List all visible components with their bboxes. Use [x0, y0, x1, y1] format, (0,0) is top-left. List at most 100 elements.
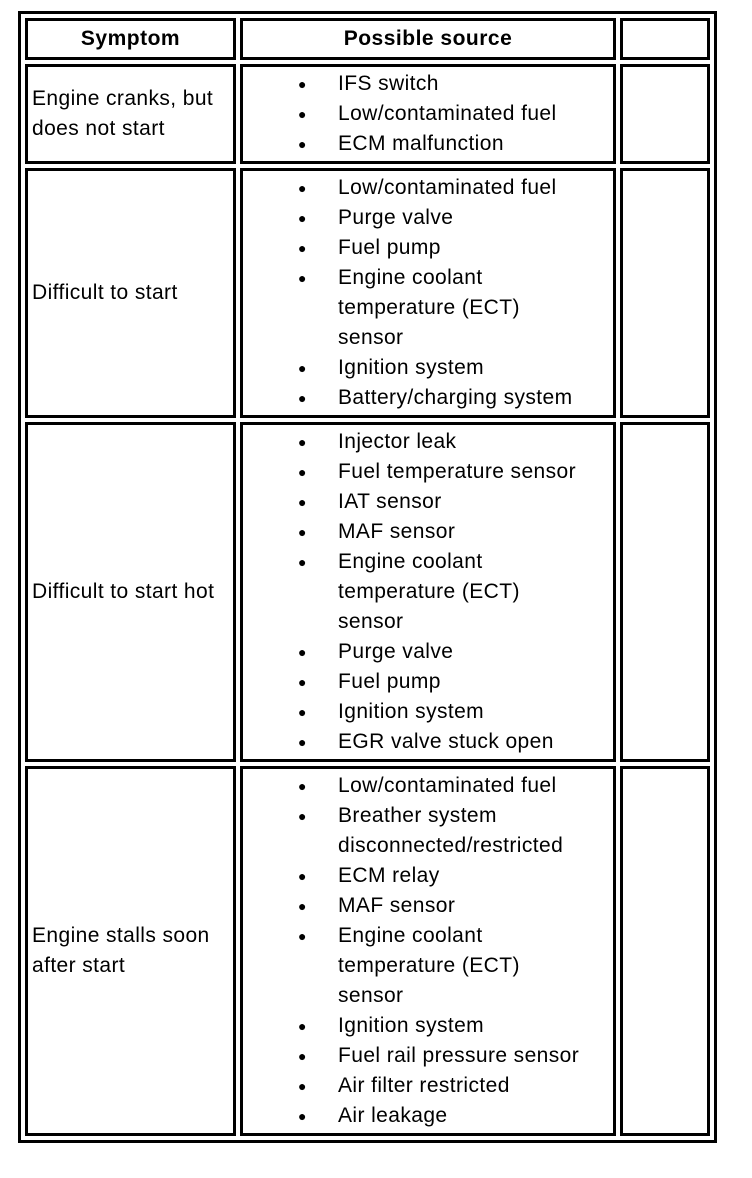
- bullet-icon: ●: [298, 136, 307, 152]
- clipped-cell: [620, 766, 710, 1136]
- source-item: ● Air filter restricted: [243, 1071, 613, 1101]
- source-text: EGR valve stuck open: [338, 730, 554, 753]
- bullet-icon: ●: [298, 868, 307, 884]
- table-clip-frame: Symptom Possible source Engine cranks, b…: [18, 11, 717, 1143]
- source-list: ● Low/contaminated fuel ● Purge valve ● Fuel …: [243, 173, 613, 413]
- source-text: IAT sensor: [338, 490, 442, 513]
- source-item: ● Purge valve: [243, 203, 613, 233]
- source-text: MAF sensor: [338, 894, 456, 917]
- source-text: Air filter restricted: [338, 1074, 510, 1097]
- source-item: ● Low/contaminated fuel: [243, 173, 613, 203]
- source-list: ●Injector leak●Fuel temperature sensor●I…: [243, 427, 613, 757]
- bullet-icon: ●: [298, 1108, 307, 1124]
- sources-cell: ●Injector leak●Fuel temperature sensor●I…: [240, 422, 616, 762]
- source-text: Fuel pump: [338, 670, 441, 693]
- symptom-cell: Difficult to start hot: [25, 422, 237, 762]
- source-item: ● IFS switch: [243, 69, 613, 99]
- source-text: Purge valve: [338, 206, 454, 229]
- source-item: ● Breather system disconnected/restricted: [243, 801, 613, 861]
- symptom-cell: Difficult to start: [25, 168, 237, 418]
- bullet-icon: ●: [298, 524, 307, 540]
- source-text: Air leakage: [338, 1104, 448, 1127]
- source-item: ● Engine coolant temperature (ECT) sensor: [243, 921, 613, 1011]
- source-item: ● Fuel rail pressure sensor: [243, 1041, 613, 1071]
- clipped-cell: [620, 422, 710, 762]
- source-text: Engine coolant temperature (ECT) sensor: [338, 550, 520, 633]
- bullet-icon: ●: [298, 554, 307, 570]
- table-row: Difficult to start ● Low/contaminated fuel…: [25, 168, 710, 418]
- bullet-icon: ●: [298, 240, 307, 256]
- symptom-table: Symptom Possible source Engine cranks, b…: [18, 11, 717, 1143]
- source-text: Engine coolant temperature (ECT) sensor: [338, 266, 520, 349]
- source-item: ● ECM relay: [243, 861, 613, 891]
- bullet-icon: ●: [298, 180, 307, 196]
- bullet-icon: ●: [298, 210, 307, 226]
- source-text: Fuel rail pressure sensor: [338, 1044, 580, 1067]
- source-item: ● Injector leak: [243, 427, 613, 457]
- source-text: Purge valve: [338, 640, 454, 663]
- source-text: Engine coolant temperature (ECT) sensor: [338, 924, 520, 1007]
- source-text: Ignition system: [338, 700, 485, 723]
- bullet-icon: ●: [298, 1048, 307, 1064]
- bullet-icon: ●: [298, 674, 307, 690]
- source-item: ● Engine coolant temperature (ECT) sensor: [243, 263, 613, 353]
- bullet-icon: ●: [298, 734, 307, 750]
- source-item: ●Battery/charging system: [243, 383, 613, 413]
- source-text: Ignition system: [338, 356, 485, 379]
- sources-cell: ● IFS switch ● Low/contaminated fuel ● ECM ma…: [240, 64, 616, 164]
- source-item: ● Air leakage: [243, 1101, 613, 1131]
- bullet-icon: ●: [298, 76, 307, 92]
- source-item: ● Low/contaminated fuel: [243, 99, 613, 129]
- source-text: Fuel pump: [338, 236, 441, 259]
- source-text: Breather system disconnected/restricted: [338, 804, 564, 857]
- bullet-icon: ●: [298, 1018, 307, 1034]
- source-list: ● IFS switch ● Low/contaminated fuel ● ECM ma…: [243, 69, 613, 159]
- source-text: Battery/charging system: [338, 386, 573, 409]
- table-row: Engine cranks, but does not start ● IFS sw…: [25, 64, 710, 164]
- bullet-icon: ●: [298, 270, 307, 286]
- source-text: Fuel temperature sensor: [338, 460, 576, 483]
- possible-source-column-header: Possible source: [240, 18, 616, 60]
- bullet-icon: ●: [298, 1078, 307, 1094]
- source-item: ● Purge valve: [243, 637, 613, 667]
- clipped-column-header: [620, 18, 710, 60]
- bullet-icon: ●: [298, 106, 307, 122]
- source-text: ECM relay: [338, 864, 440, 887]
- sources-cell: ● Low/contaminated fuel ● Breather system d…: [240, 766, 616, 1136]
- bullet-icon: ●: [298, 464, 307, 480]
- symptom-column-header: Symptom: [25, 18, 237, 60]
- source-item: ● ECM malfunction: [243, 129, 613, 159]
- source-item: ● Fuel temperature sensor: [243, 457, 613, 487]
- source-item: ● Engine coolant temperature (ECT) sensor: [243, 547, 613, 637]
- table-header: Symptom Possible source: [25, 18, 710, 60]
- bullet-icon: ●: [298, 808, 307, 824]
- source-text: IFS switch: [338, 72, 439, 95]
- source-text: Injector leak: [338, 430, 457, 453]
- source-item: ● Fuel pump: [243, 233, 613, 263]
- table-row: Difficult to start hot ● Injector leak ● Fue…: [25, 422, 710, 762]
- source-item: ● Fuel pump: [243, 667, 613, 697]
- bullet-icon: ●: [298, 434, 307, 450]
- bullet-icon: ●: [298, 704, 307, 720]
- source-item: ● Low/contaminated fuel: [243, 771, 613, 801]
- clipped-cell: [620, 64, 710, 164]
- source-text: Ignition system: [338, 1014, 485, 1037]
- bullet-icon: ●: [298, 360, 307, 376]
- source-item: ● Ignition system: [243, 353, 613, 383]
- table-body: Engine cranks, but does not start ● IFS sw…: [25, 64, 710, 1136]
- source-text: Low/contaminated fuel: [338, 102, 557, 125]
- source-item: ● MAF sensor: [243, 517, 613, 547]
- bullet-icon: ●: [298, 778, 307, 794]
- bullet-icon: ●: [298, 898, 307, 914]
- source-item: ● MAF sensor: [243, 891, 613, 921]
- bullet-icon: ●: [298, 644, 307, 660]
- source-item: ●IAT sensor: [243, 487, 613, 517]
- symptom-cell: Engine cranks, but does not start: [25, 64, 237, 164]
- source-text: MAF sensor: [338, 520, 456, 543]
- source-text: Low/contaminated fuel: [338, 176, 557, 199]
- source-item: ● Ignition system: [243, 1011, 613, 1041]
- source-text: ECM malfunction: [338, 132, 504, 155]
- source-text: Low/contaminated fuel: [338, 774, 557, 797]
- bullet-icon: ●: [298, 928, 307, 944]
